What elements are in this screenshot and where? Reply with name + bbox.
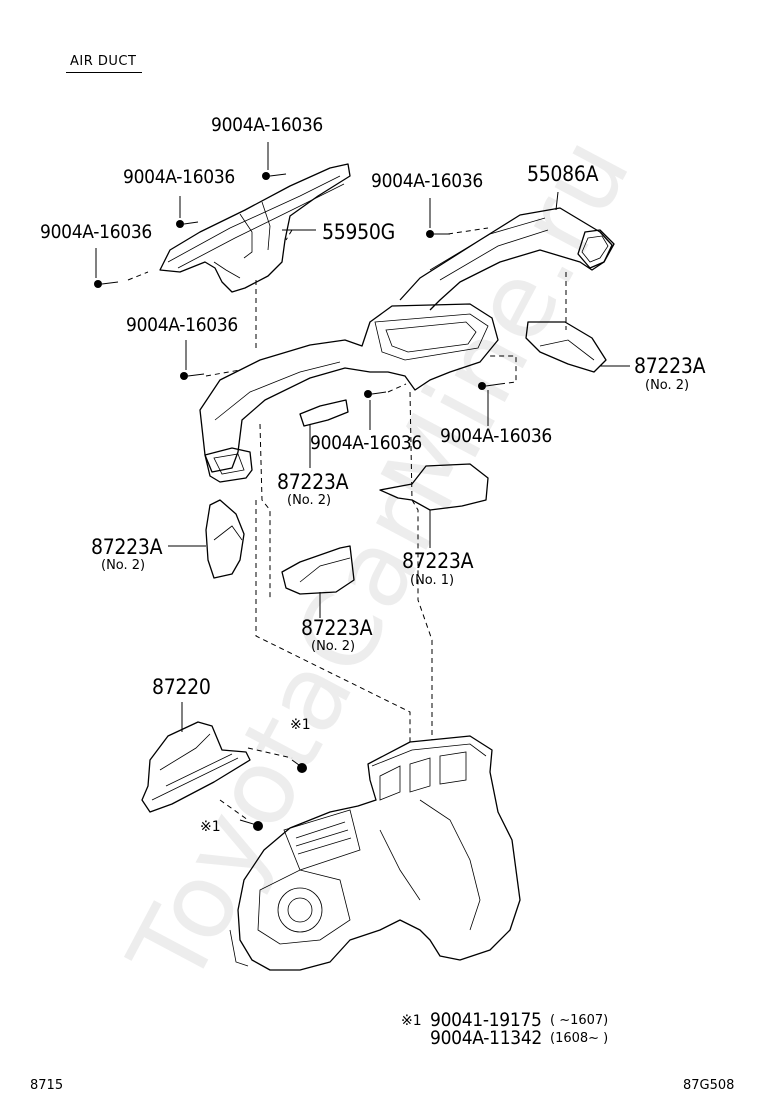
section-title: AIR DUCT xyxy=(70,54,137,69)
label-pad-center-lower[interactable]: 87223A xyxy=(301,616,373,640)
label-screw-upper-left[interactable]: 9004A-16036 xyxy=(123,166,235,188)
label-screw-far-left[interactable]: 9004A-16036 xyxy=(40,221,152,243)
footnote-part-1[interactable]: 90041-19175 xyxy=(430,1009,542,1031)
label-bolt-mark-lower[interactable]: ※1 xyxy=(200,819,221,835)
footnote-mark: ※1 xyxy=(401,1013,422,1029)
pad-center-lower-drawing xyxy=(281,545,355,595)
duct-center-main-drawing xyxy=(199,303,499,483)
label-duct-87220[interactable]: 87220 xyxy=(152,675,211,699)
figure-code: 87G508 xyxy=(683,1078,735,1093)
label-screw-right-top[interactable]: 9004A-16036 xyxy=(371,170,483,192)
footnote-range-2: (1608~ ) xyxy=(550,1031,609,1046)
duct-55950g-drawing xyxy=(159,163,351,293)
page-code: 8715 xyxy=(30,1078,64,1093)
pad-center-right-drawing xyxy=(379,463,489,511)
label-screw-mid-left[interactable]: 9004A-16036 xyxy=(126,314,238,336)
label-screw-center[interactable]: 9004A-16036 xyxy=(310,432,422,454)
label-bolt-mark-upper[interactable]: ※1 xyxy=(290,717,311,733)
label-pad-center-upper[interactable]: 87223A xyxy=(277,470,349,494)
pad-left-drawing xyxy=(205,499,245,579)
duct-87220-drawing xyxy=(141,721,251,813)
note-pad-left: (No. 2) xyxy=(101,558,146,573)
label-pad-left[interactable]: 87223A xyxy=(91,535,163,559)
label-pad-right[interactable]: 87223A xyxy=(634,354,706,378)
note-pad-center-upper: (No. 2) xyxy=(287,493,332,508)
label-screw-center-right[interactable]: 9004A-16036 xyxy=(440,425,552,447)
label-pad-center-right[interactable]: 87223A xyxy=(402,549,474,573)
note-pad-center-lower: (No. 2) xyxy=(311,639,356,654)
leader-lines xyxy=(95,142,630,732)
assembly-dashed-lines xyxy=(127,227,567,821)
label-duct-55086a[interactable]: 55086A xyxy=(527,162,599,186)
label-screw-top[interactable]: 9004A-16036 xyxy=(211,114,323,136)
note-pad-center-right: (No. 1) xyxy=(410,573,455,588)
heater-unit-drawing xyxy=(229,735,521,971)
footnote-part-2[interactable]: 9004A-11342 xyxy=(430,1027,542,1049)
duct-55086a-drawing xyxy=(399,207,615,311)
note-pad-right: (No. 2) xyxy=(645,378,690,393)
section-title-underline xyxy=(66,72,142,73)
label-duct-55950g[interactable]: 55950G xyxy=(322,220,395,244)
pad-center-upper-drawing xyxy=(299,399,349,427)
pad-right-drawing xyxy=(525,321,607,373)
footnote-range-1: ( ~1607) xyxy=(550,1013,609,1028)
screw-icons xyxy=(94,172,501,831)
